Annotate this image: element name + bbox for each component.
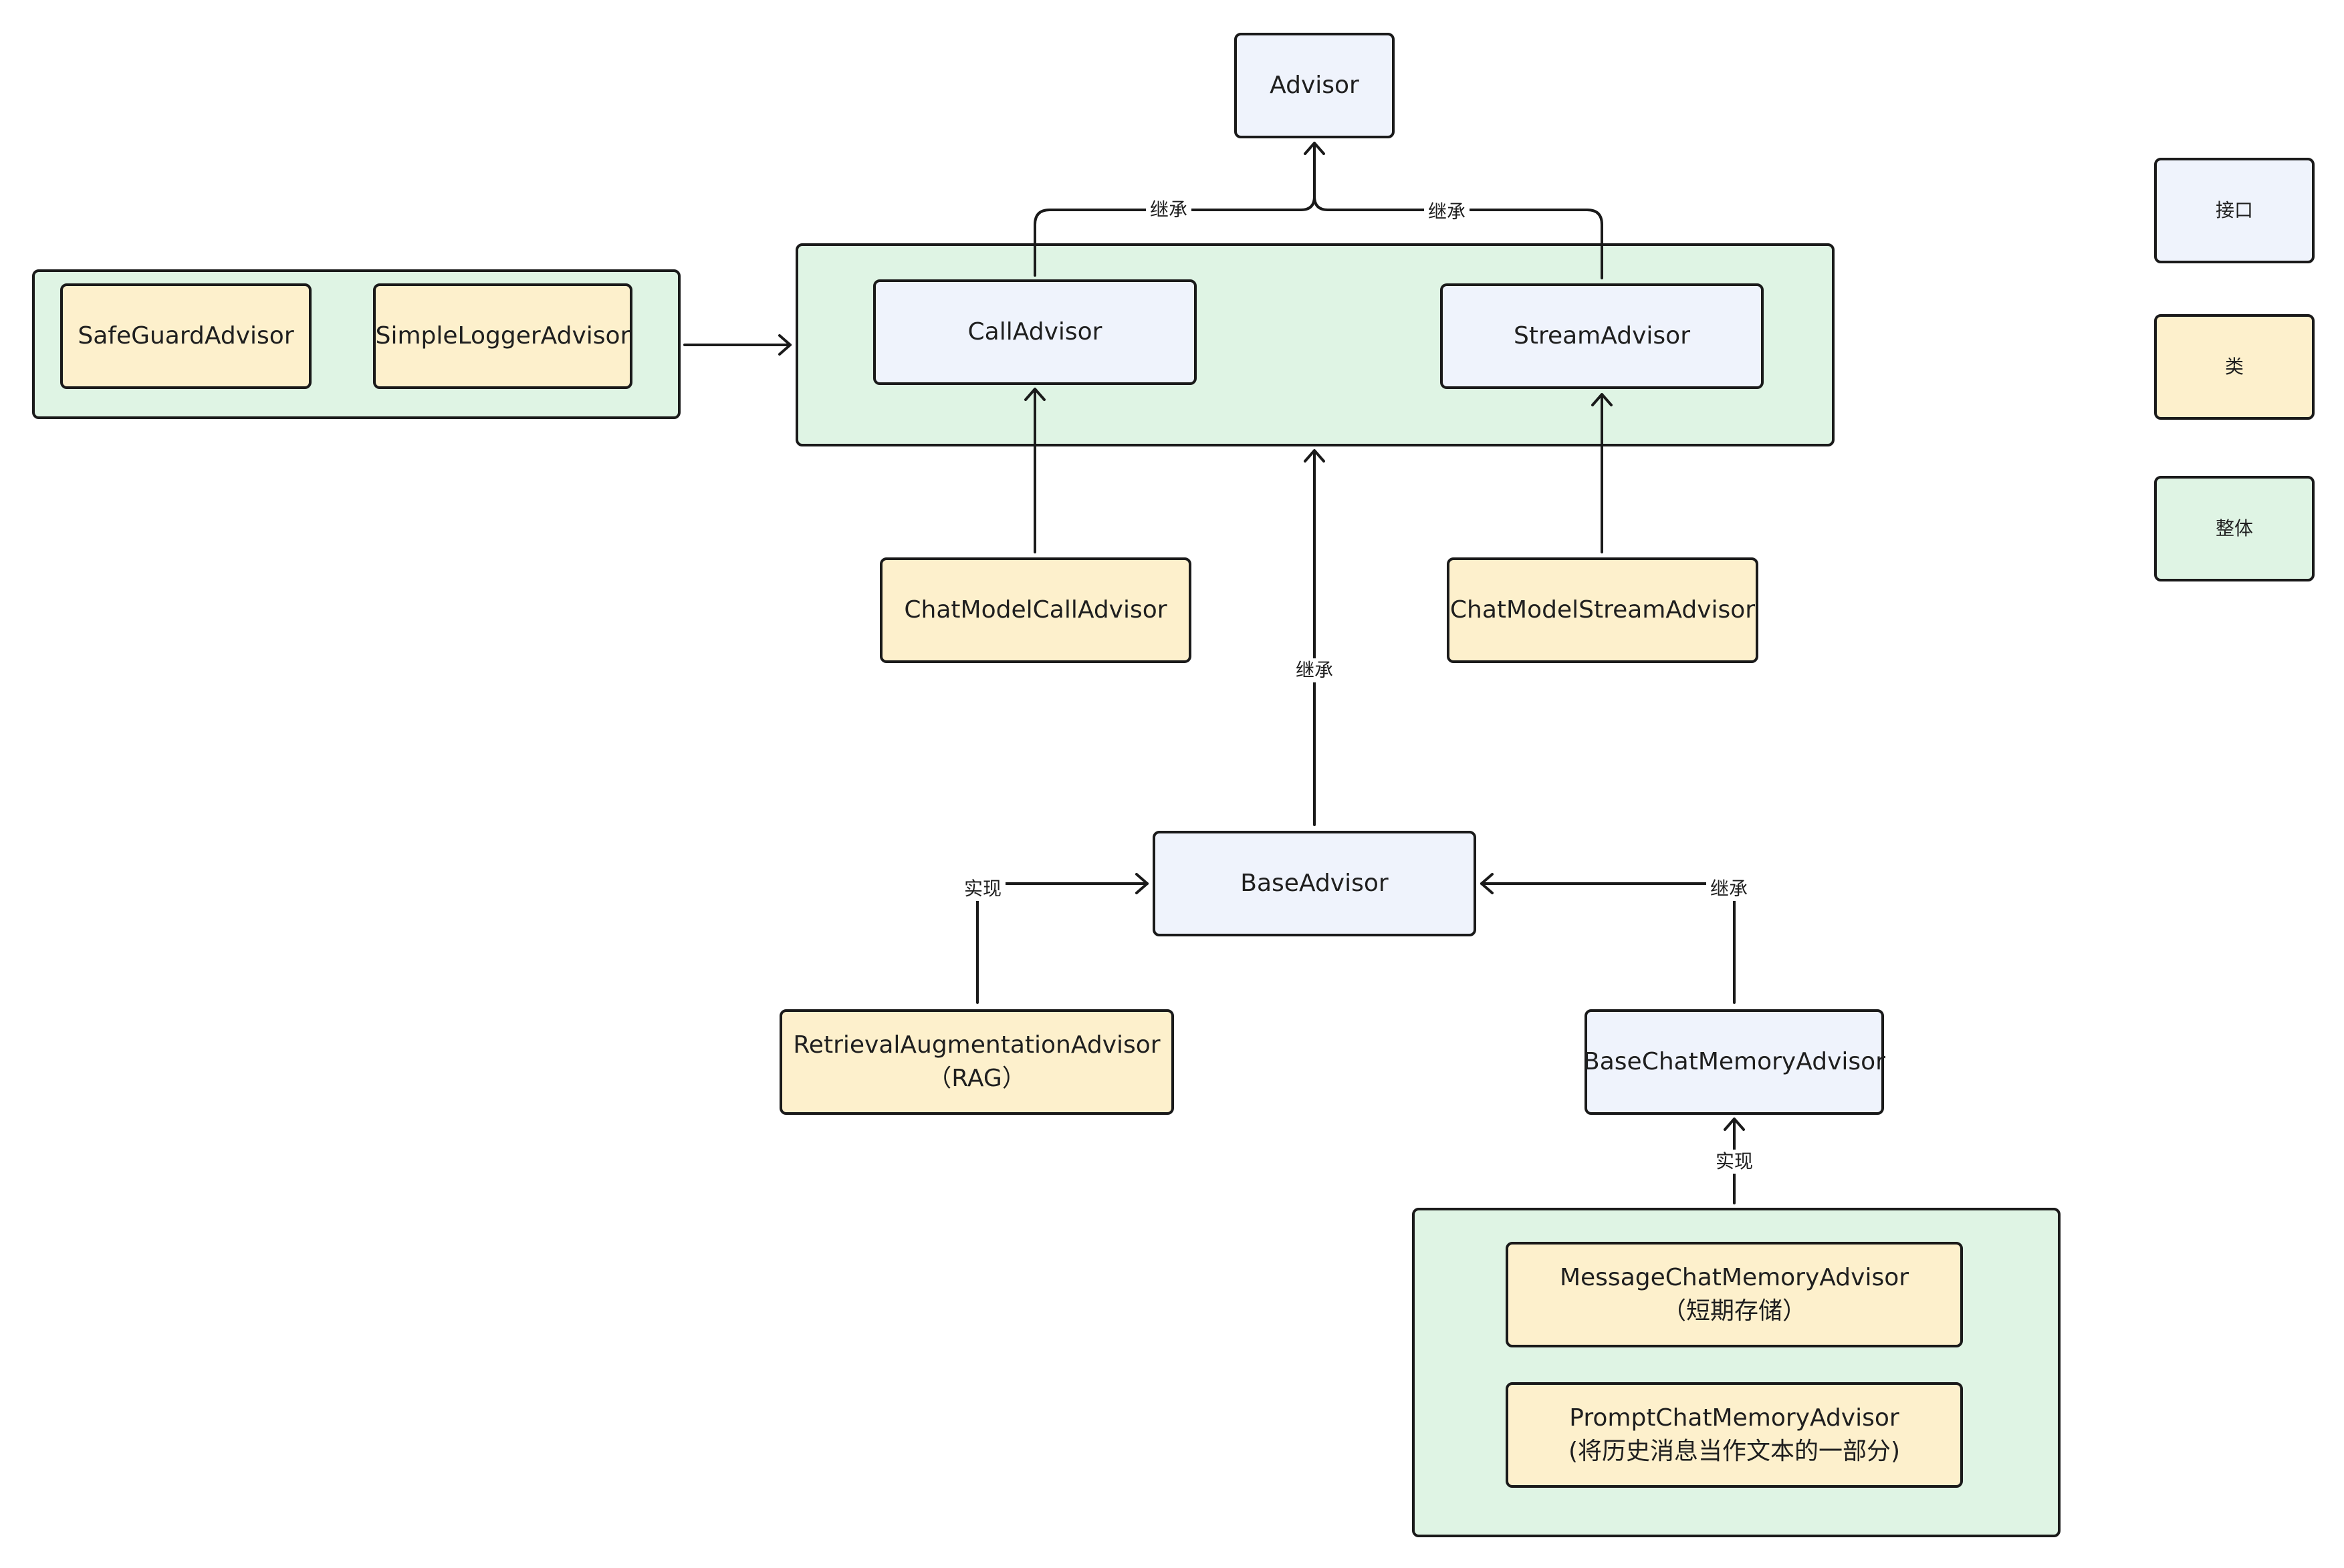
- advisor-label: Advisor: [1270, 72, 1359, 99]
- edge-label-memory-group-to-memory: 实现: [1711, 1150, 1758, 1174]
- legend-class-label: 类: [2224, 356, 2244, 378]
- arrowhead-base-advisor-right: [1480, 873, 1494, 894]
- prompt-chat-memory-advisor-label: PromptChatMemoryAdvisor: [1569, 1404, 1899, 1432]
- edge-memory-to-base: [1480, 882, 1736, 1004]
- legend-whole-label: 整体: [2215, 517, 2253, 539]
- edge-label-base-to-group: 继承: [1291, 658, 1338, 682]
- prompt-chat-memory-advisor-node: PromptChatMemoryAdvisor (将历史消息当作文本的一部分): [1506, 1382, 1963, 1488]
- base-chat-memory-advisor-node: BaseChatMemoryAdvisor: [1583, 1009, 1885, 1115]
- call-advisor-node: CallAdvisor: [873, 279, 1197, 385]
- call-advisor-label: CallAdvisor: [967, 318, 1102, 346]
- arrowhead-call-advisor: [1024, 388, 1046, 401]
- legend-interface-label: 接口: [2215, 199, 2253, 221]
- retrieval-advisor-label: RetrievalAugmentationAdvisor: [793, 1031, 1161, 1059]
- arrowhead-call-stream-group-left: [778, 334, 792, 356]
- safeguard-advisor-node: SafeGuardAdvisor: [60, 283, 312, 389]
- chat-model-stream-advisor-node: ChatModelStreamAdvisor: [1447, 557, 1758, 663]
- base-chat-memory-advisor-label: BaseChatMemoryAdvisor: [1583, 1048, 1885, 1075]
- edge-retrieval-to-base: [976, 882, 1149, 1004]
- message-chat-memory-advisor-sublabel: （短期存储）: [1661, 1297, 1806, 1325]
- stream-advisor-label: StreamAdvisor: [1514, 322, 1690, 350]
- chat-model-call-advisor-node: ChatModelCallAdvisor: [880, 557, 1191, 663]
- base-advisor-label: BaseAdvisor: [1240, 870, 1389, 897]
- retrieval-advisor-sublabel: （RAG）: [927, 1065, 1026, 1092]
- arrowhead-base-chat-memory: [1724, 1118, 1745, 1131]
- base-advisor-node: BaseAdvisor: [1153, 831, 1476, 936]
- edge-label-stream-to-advisor: 继承: [1423, 200, 1470, 224]
- prompt-chat-memory-advisor-sublabel: (将历史消息当作文本的一部分): [1568, 1438, 1901, 1465]
- safeguard-advisor-label: SafeGuardAdvisor: [78, 322, 294, 350]
- retrieval-augmentation-advisor-node: RetrievalAugmentationAdvisor （RAG）: [780, 1009, 1174, 1115]
- simple-logger-advisor-node: SimpleLoggerAdvisor: [373, 283, 632, 389]
- edge-label-memory-to-base: 继承: [1706, 877, 1752, 901]
- legend-class: 类: [2154, 314, 2315, 420]
- message-chat-memory-advisor-node: MessageChatMemoryAdvisor （短期存储）: [1506, 1242, 1963, 1347]
- arrowhead-base-advisor-left: [1135, 873, 1149, 894]
- legend-whole: 整体: [2154, 476, 2315, 581]
- edge-label-retrieval-to-base: 实现: [959, 877, 1006, 901]
- chat-model-call-advisor-label: ChatModelCallAdvisor: [904, 596, 1167, 624]
- chat-model-stream-advisor-label: ChatModelStreamAdvisor: [1449, 596, 1756, 624]
- arrowhead-call-stream-group-bottom: [1304, 449, 1325, 463]
- arrowhead-advisor: [1304, 142, 1325, 155]
- legend-interface: 接口: [2154, 158, 2315, 263]
- simple-logger-advisor-label: SimpleLoggerAdvisor: [375, 322, 630, 350]
- message-chat-memory-advisor-label: MessageChatMemoryAdvisor: [1559, 1264, 1909, 1291]
- arrowhead-stream-advisor: [1591, 393, 1613, 406]
- advisor-node: Advisor: [1234, 33, 1395, 138]
- stream-advisor-node: StreamAdvisor: [1440, 283, 1764, 389]
- edge-label-call-to-advisor: 继承: [1145, 198, 1192, 222]
- edge-stream-to-advisor: [1313, 195, 1603, 279]
